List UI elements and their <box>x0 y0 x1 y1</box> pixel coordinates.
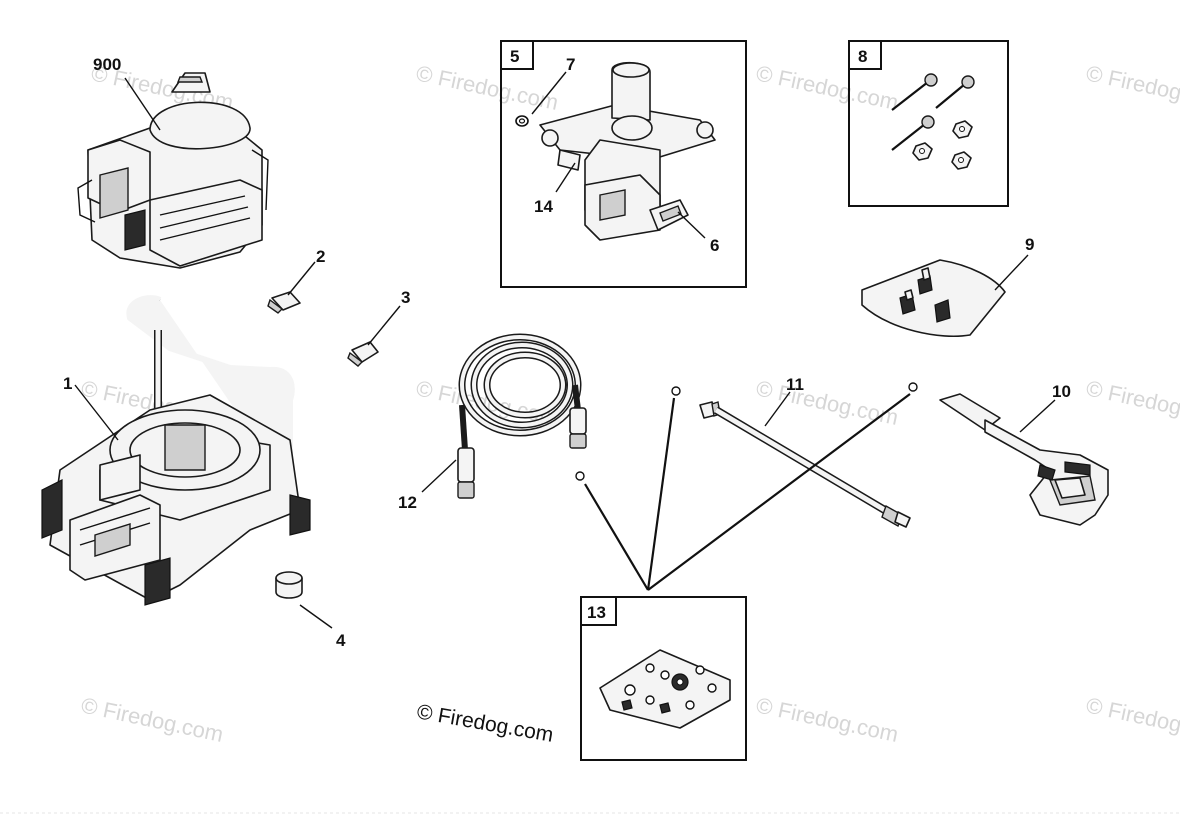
o-ring-7 <box>515 115 529 127</box>
label-5: 5 <box>510 47 519 66</box>
label-6: 6 <box>710 236 719 255</box>
engine-900 <box>77 72 269 269</box>
label-1: 1 <box>63 374 72 393</box>
leader-4 <box>299 604 333 629</box>
leader-14 <box>555 162 576 193</box>
label-10: 10 <box>1052 382 1071 401</box>
kit-box <box>580 596 747 761</box>
leaders-13 <box>584 393 911 591</box>
leader-9 <box>994 254 1029 291</box>
watermark: © Firedog.com <box>79 692 226 747</box>
o-rings-13 <box>575 382 918 481</box>
bolts-box <box>848 40 1009 207</box>
bolts-box-tag <box>848 40 882 70</box>
leader-11 <box>764 391 791 427</box>
label-4: 4 <box>336 631 346 650</box>
hose-12 <box>457 333 587 499</box>
label-900: 900 <box>93 55 121 74</box>
leader-3 <box>367 305 401 346</box>
watermark: © Firedog.com <box>1084 375 1180 430</box>
pump-box-tag <box>500 40 534 70</box>
label-9: 9 <box>1025 235 1034 254</box>
foot-4 <box>275 571 303 599</box>
label-12: 12 <box>398 493 417 512</box>
label-2: 2 <box>316 247 325 266</box>
leader-10 <box>1019 399 1056 433</box>
clip-3 <box>347 341 379 367</box>
watermark: © Firedog.com <box>1084 60 1180 115</box>
leader-900 <box>124 77 161 131</box>
pump-5 <box>539 61 716 241</box>
frame-1 <box>41 295 311 606</box>
label-7: 7 <box>566 55 575 74</box>
lance-11 <box>699 401 911 528</box>
label-3: 3 <box>401 288 410 307</box>
watermark: © Firedog.com <box>754 692 901 747</box>
watermark: © Firedog.com <box>1084 692 1180 747</box>
leader-12 <box>421 459 457 493</box>
nozzle-bag-9 <box>861 259 1006 338</box>
pump-box <box>500 40 747 288</box>
leader-6 <box>677 211 706 239</box>
label-14: 14 <box>534 197 553 216</box>
watermark-main: © Firedog.com <box>415 700 555 747</box>
kit-box-tag <box>580 596 617 626</box>
leader-1 <box>74 384 119 441</box>
clip-2 <box>267 291 301 314</box>
label-8: 8 <box>858 47 867 66</box>
label-11: 11 <box>786 375 804 394</box>
leader-7 <box>531 71 567 115</box>
spray-gun-10 <box>939 393 1109 526</box>
watermark: © Firedog.com <box>754 375 901 430</box>
label-13: 13 <box>587 603 606 622</box>
seal-kit-13 <box>599 649 731 729</box>
bolts-8 <box>891 73 975 170</box>
leader-2 <box>287 261 316 296</box>
